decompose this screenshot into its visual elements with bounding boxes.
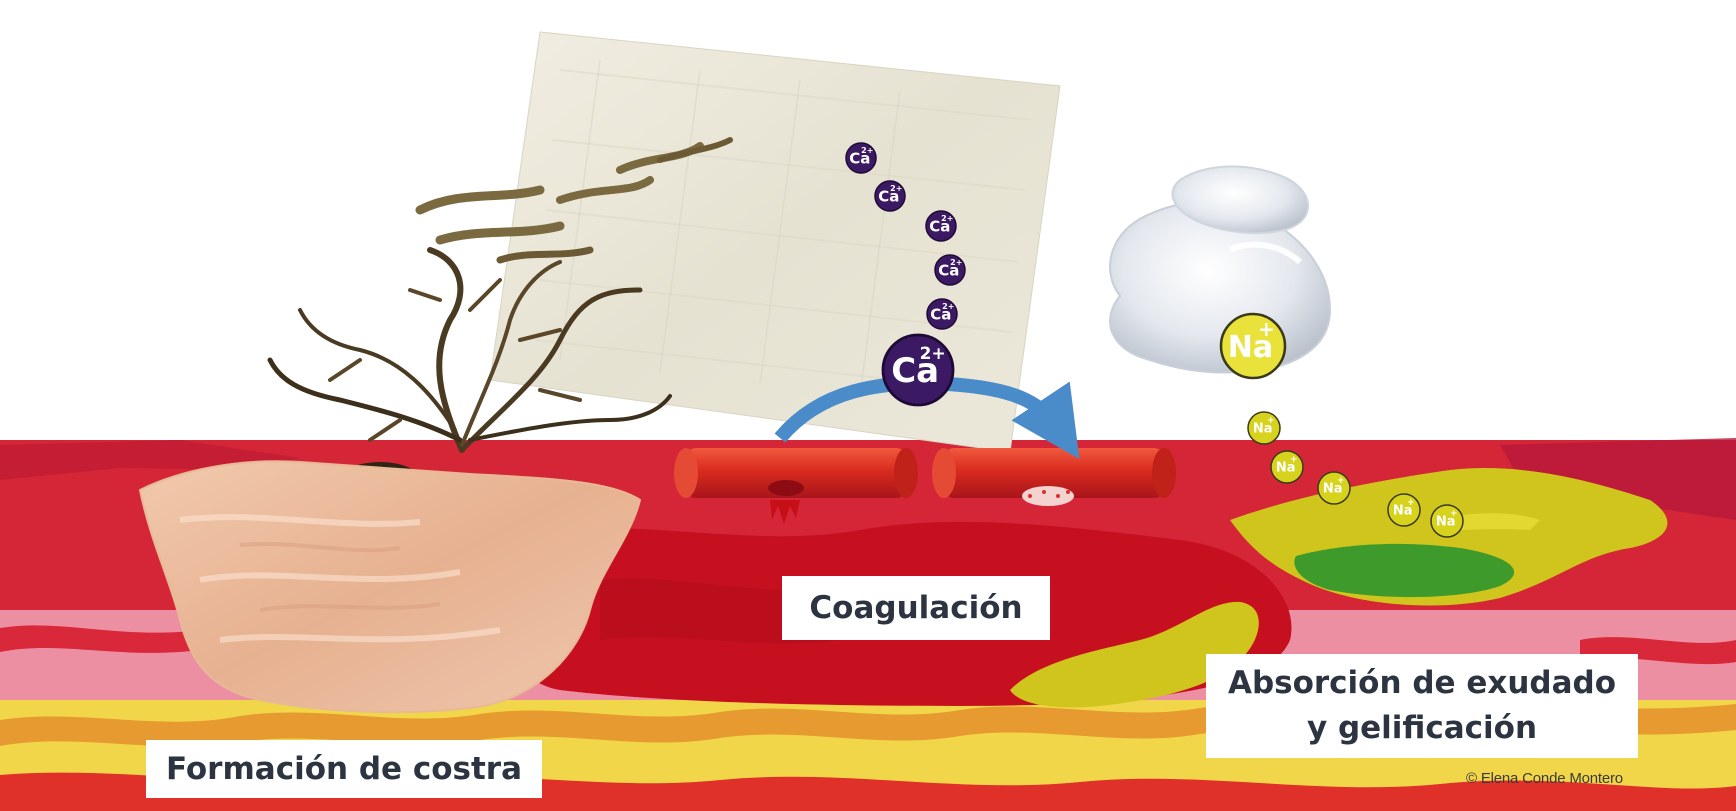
calcium-ion-5: Ca2+	[927, 299, 957, 329]
calcium-ion-large: Ca2+	[883, 335, 953, 405]
exudate-absorption-line-1: Absorción de exudado	[1228, 661, 1616, 706]
exudate-absorption-line-2: y gelificación	[1307, 706, 1537, 751]
sodium-ion-3-charge: +	[1337, 476, 1345, 486]
sodium-ion-5-charge: +	[1450, 509, 1458, 519]
calcium-ion-2-charge: 2+	[890, 184, 902, 193]
sodium-ion-5: Na+	[1431, 505, 1463, 537]
calcium-ion-1-charge: 2+	[861, 146, 873, 155]
calcium-ion-3-charge: 2+	[941, 214, 953, 223]
gel-drop	[1110, 166, 1330, 372]
sodium-ion-large: Na+	[1221, 314, 1285, 378]
image-credit: © Elena Conde Montero	[1466, 770, 1623, 787]
sodium-ion-3: Na+	[1318, 472, 1350, 504]
calcium-ion-2: Ca2+	[875, 181, 905, 211]
sodium-ion-1-charge: +	[1267, 416, 1275, 426]
calcium-ion-large-charge: 2+	[920, 344, 946, 364]
calcium-ion-4: Ca2+	[935, 255, 965, 285]
sodium-ion-large-charge: +	[1258, 317, 1275, 341]
calcium-ion-4-charge: 2+	[950, 258, 962, 267]
scab-formation-label: Formación de costra	[146, 740, 542, 798]
blood-vessel-clotted	[932, 448, 1176, 506]
sodium-ion-4-charge: +	[1407, 498, 1415, 508]
coagulation-label: Coagulación	[782, 576, 1050, 640]
calcium-ion-1: Ca2+	[846, 143, 876, 173]
calcium-ion-3: Ca2+	[926, 211, 956, 241]
sodium-ion-1: Na+	[1248, 412, 1280, 444]
sodium-ion-4: Na+	[1388, 494, 1420, 526]
calcium-ion-5-charge: 2+	[942, 302, 954, 311]
exudate-absorption-label: Absorción de exudado y gelificación	[1206, 654, 1638, 758]
sodium-ion-2-charge: +	[1290, 455, 1298, 465]
sodium-ion-2: Na+	[1271, 451, 1303, 483]
